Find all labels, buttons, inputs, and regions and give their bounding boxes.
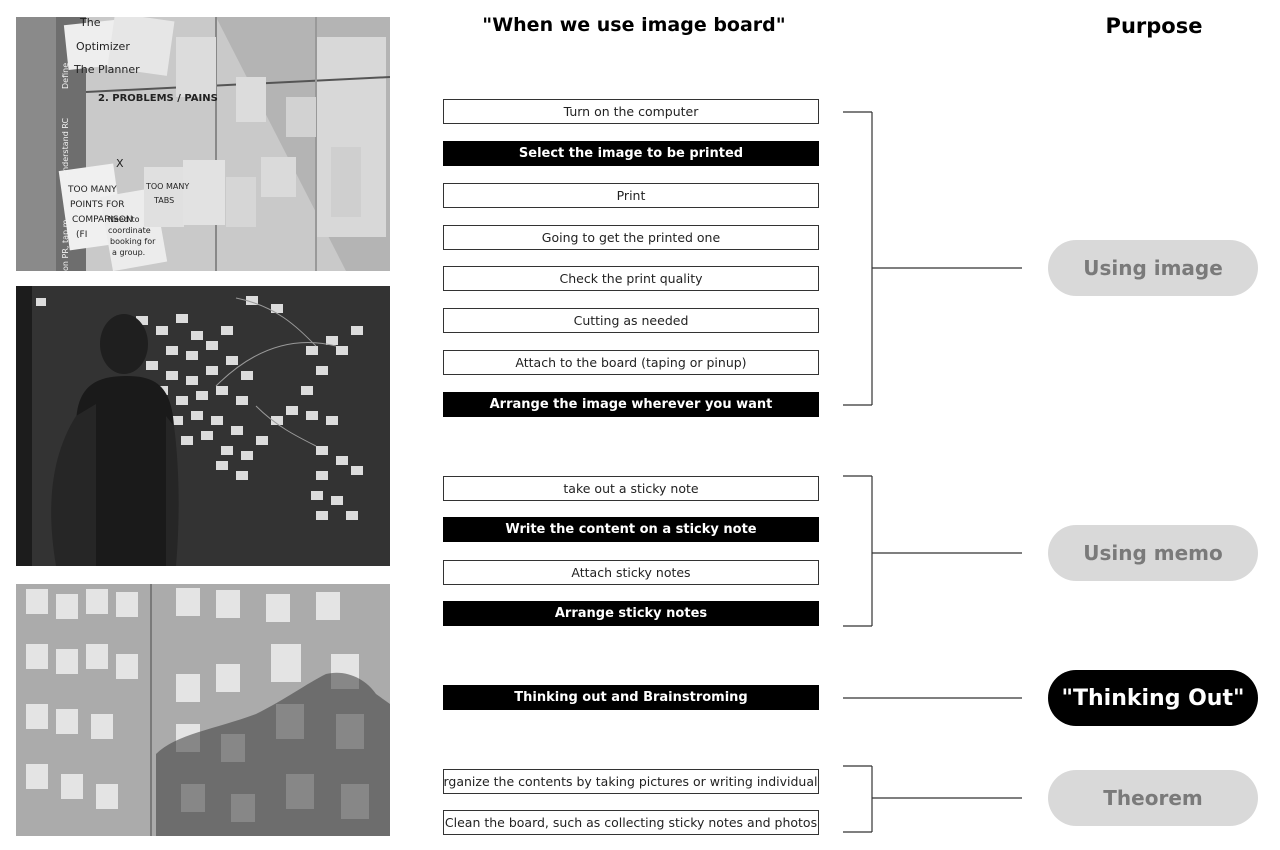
step-box: Thinking out and Brainstroming [443,685,819,710]
step-box: Clean the board, such as collecting stic… [443,810,819,835]
step-box: Arrange the image wherever you want [443,392,819,417]
svg-text:TABS: TABS [153,196,174,205]
photo-sticky-wall [16,584,390,836]
step-box: Organize the contents by taking pictures… [443,769,819,794]
svg-text:X: X [116,157,124,170]
step-box: Write the content on a sticky note [443,517,819,542]
photo-man-at-board [16,286,390,566]
svg-text:POINTS FOR: POINTS FOR [70,200,124,210]
svg-text:2. PROBLEMS / PAINS: 2. PROBLEMS / PAINS [98,93,218,104]
svg-text:TOO MANY: TOO MANY [67,185,117,195]
step-box: Going to get the printed one [443,225,819,250]
photo-whiteboard-notes: The Optimizer The Planner 2. PROBLEMS / … [16,17,390,271]
svg-text:The: The [79,17,101,29]
step-box: Arrange sticky notes [443,601,819,626]
purpose-title: Purpose [1105,14,1203,38]
column-title: "When we use image board" [482,14,786,36]
step-box: Cutting as needed [443,308,819,333]
step-box: take out a sticky note [443,476,819,501]
svg-text:Need to: Need to [108,215,140,224]
purpose-pill-thinking-out: "Thinking Out" [1048,670,1258,726]
svg-text:on PR, tap.m: on PR, tap.m [61,219,70,271]
step-box: Check the print quality [443,266,819,291]
svg-text:TOO MANY: TOO MANY [145,182,189,191]
svg-text:coordinate: coordinate [108,226,151,235]
svg-text:a group.: a group. [112,248,145,257]
svg-text:(FI: (FI [76,230,87,240]
svg-text:understand RC: understand RC [61,118,70,177]
step-box: Attach sticky notes [443,560,819,585]
step-box: Attach to the board (taping or pinup) [443,350,819,375]
purpose-pill-using-memo: Using memo [1048,525,1258,581]
step-box: Print [443,183,819,208]
svg-text:Optimizer: Optimizer [76,40,130,53]
svg-text:Define: Define [61,63,70,89]
svg-text:booking for: booking for [110,237,156,246]
svg-text:The Planner: The Planner [73,63,140,76]
purpose-pill-using-image: Using image [1048,240,1258,296]
step-box: Turn on the computer [443,99,819,124]
svg-text:COMPARISON: COMPARISON [72,215,133,225]
purpose-pill-theorem: Theorem [1048,770,1258,826]
step-box: Select the image to be printed [443,141,819,166]
